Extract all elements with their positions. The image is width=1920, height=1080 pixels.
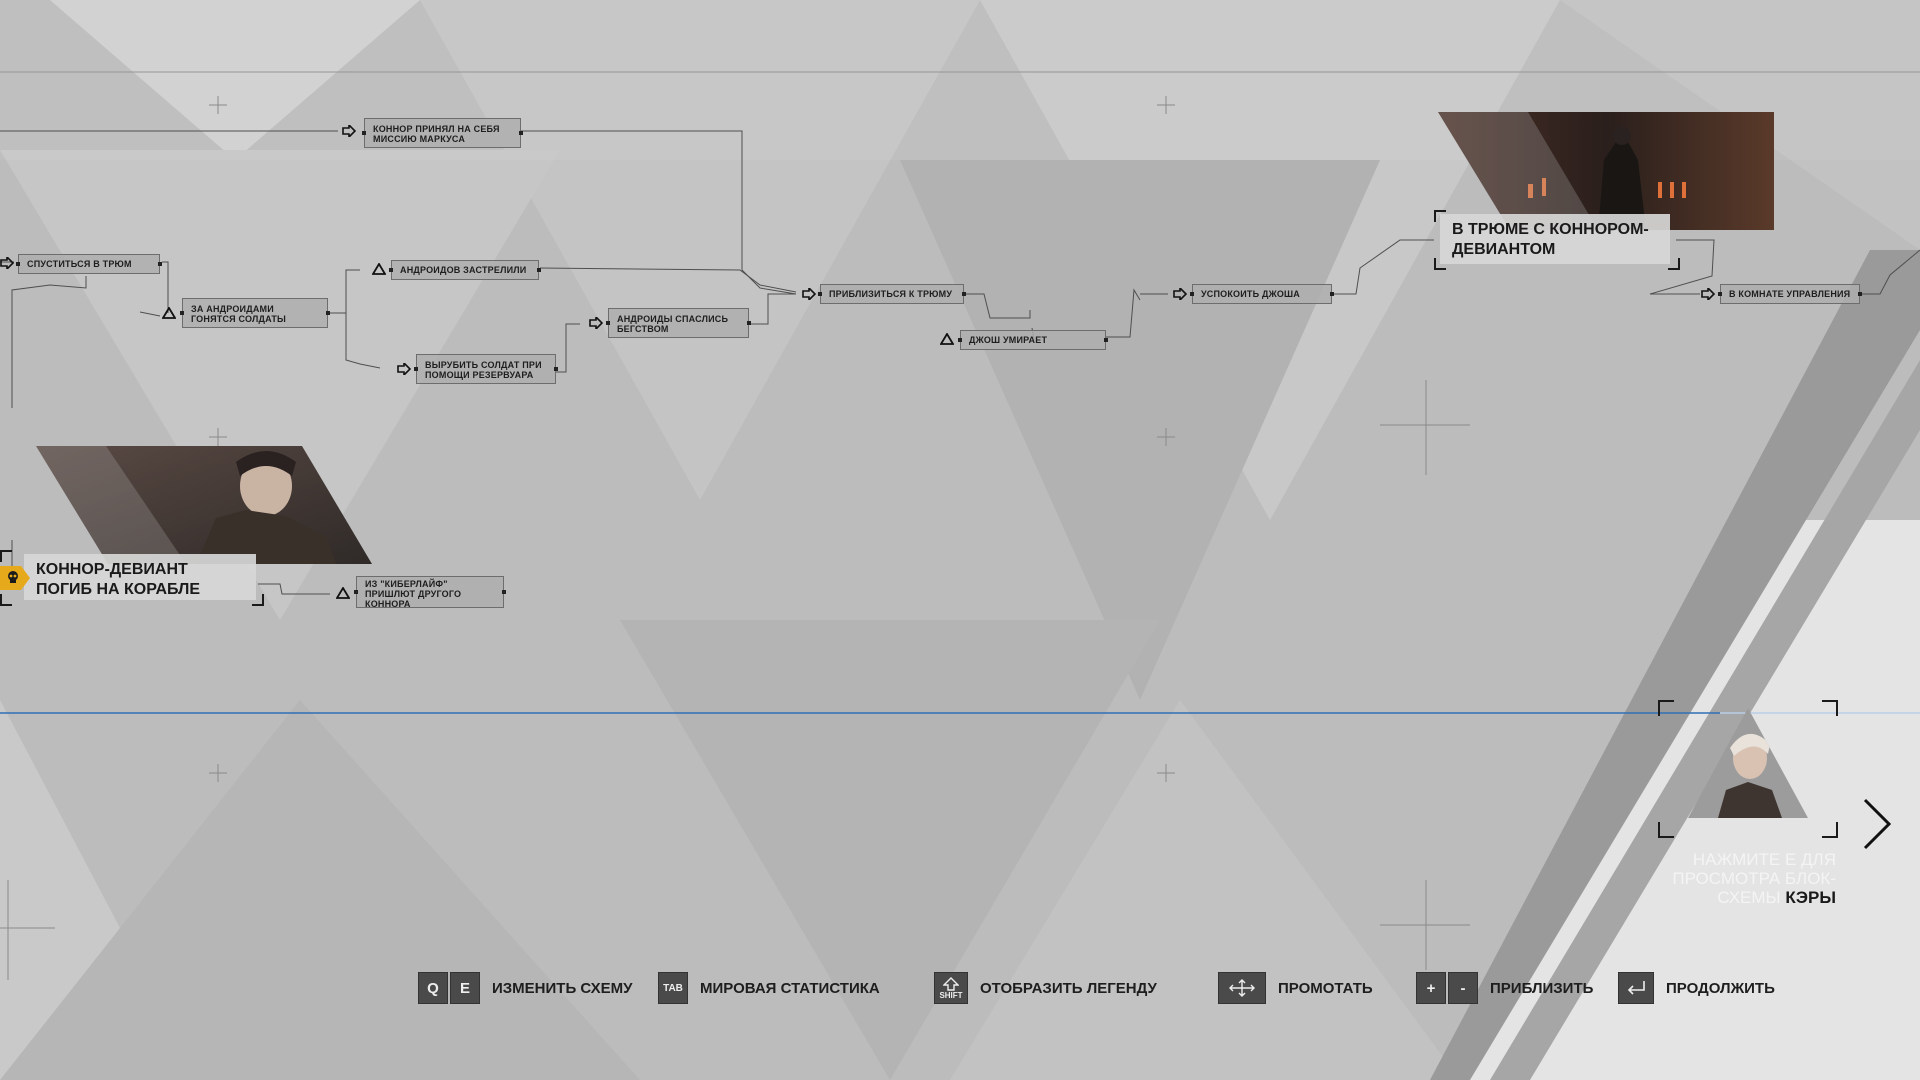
node-descend-hold[interactable]: Спуститься в трюм — [16, 254, 162, 274]
move-icon — [1218, 972, 1266, 1004]
key-e: E — [450, 972, 480, 1004]
arrow-marker-icon — [1173, 288, 1187, 300]
frame-corner — [1434, 210, 1446, 222]
triangle-marker-icon — [940, 333, 954, 345]
arrow-marker-icon — [0, 257, 14, 269]
enter-arrow-icon — [1627, 981, 1645, 995]
arrow-marker-icon — [397, 363, 411, 375]
frame-corner — [252, 594, 264, 606]
control-change-scheme[interactable]: Q E Изменить схему — [418, 970, 633, 1006]
arrow-marker-icon — [1701, 288, 1715, 300]
frame-corner — [0, 594, 12, 606]
frame-corner — [1668, 258, 1680, 270]
control-world-stats[interactable]: TAB Мировая статистика — [658, 970, 880, 1006]
triangle-marker-icon — [372, 263, 386, 275]
control-scroll[interactable]: Промотать — [1218, 970, 1373, 1006]
control-label: Промотать — [1278, 979, 1373, 997]
controls-bar: Q E Изменить схему TAB Мировая статистик… — [0, 970, 1920, 1006]
node-calm-josh[interactable]: Успокоить Джоша — [1190, 284, 1334, 304]
node-approach-hold[interactable]: Приблизиться к трюму — [818, 284, 966, 304]
frame-corner — [0, 550, 12, 562]
four-arrows-icon — [1229, 979, 1255, 997]
chapter-title: В трюме с Коннором-девиантом — [1452, 221, 1649, 258]
control-zoom[interactable]: + - Приблизить — [1416, 970, 1593, 1006]
key-plus: + — [1416, 972, 1446, 1004]
node-cyberlife-other[interactable]: Из "Киберлайф" пришлют другого Коннора — [354, 576, 506, 609]
node-androids-escaped[interactable]: Андроиды спаслись бегством — [606, 308, 751, 338]
control-label: Продолжить — [1666, 979, 1775, 997]
arrow-marker-icon — [342, 125, 356, 137]
shift-arrow-icon — [943, 976, 959, 991]
arrow-marker-icon — [589, 317, 603, 329]
frame-corner — [1822, 822, 1838, 838]
chapter-thumbnail-hold — [1438, 112, 1774, 230]
key-minus: - — [1448, 972, 1478, 1004]
node-soldiers-chase[interactable]: За андроидами гонятся солдаты — [180, 298, 330, 328]
skull-glyph-icon — [8, 571, 18, 583]
control-label: Изменить схему — [492, 979, 633, 997]
chapter-hold-deviant[interactable]: В трюме с Коннором-девиантом — [1440, 214, 1670, 264]
arrow-marker-icon — [802, 288, 816, 300]
frame-corner — [1658, 822, 1674, 838]
control-label: Мировая статистика — [700, 979, 880, 997]
chapter-title: Коннор-девиант погиб на корабле — [36, 561, 201, 598]
control-continue[interactable]: Продолжить — [1618, 970, 1775, 1006]
control-label: Приблизить — [1490, 979, 1594, 997]
key-tab: TAB — [658, 972, 688, 1004]
shift-key-icon: SHIFT — [934, 972, 968, 1004]
node-control-room[interactable]: В комнате управления — [1718, 284, 1862, 304]
control-label: Отобразить легенду — [980, 979, 1157, 997]
frame-corner — [1822, 700, 1838, 716]
triangle-marker-icon — [336, 587, 350, 599]
kara-portrait — [1688, 708, 1808, 818]
key-q: Q — [418, 972, 448, 1004]
control-show-legend[interactable]: SHIFT Отобразить легенду — [934, 970, 1157, 1006]
kara-preview[interactable] — [1658, 700, 1838, 838]
node-androids-shot[interactable]: Андроидов застрелили — [389, 260, 541, 280]
enter-key-icon — [1618, 972, 1654, 1004]
triangle-marker-icon — [162, 307, 176, 319]
frame-corner — [1434, 258, 1446, 270]
chapter-thumbnail-deviant-died — [36, 446, 372, 564]
hint-name: Кэры — [1785, 888, 1836, 907]
hint-text: Нажмите E для просмотра блок-схемы — [1672, 850, 1836, 907]
chevron-right-icon[interactable] — [1862, 798, 1892, 850]
key-shift-label: SHIFT — [939, 990, 963, 1000]
node-josh-dies[interactable]: Джош умирает — [958, 330, 1108, 350]
node-connor-mission[interactable]: Коннор принял на себя миссию Маркуса — [362, 118, 523, 148]
node-knock-soldiers[interactable]: Вырубить солдат при помощи резервуара — [414, 354, 558, 384]
kara-hint-text: Нажмите E для просмотра блок-схемы Кэры — [1616, 850, 1836, 907]
frame-corner — [1658, 700, 1674, 716]
chapter-deviant-died[interactable]: Коннор-девиант погиб на корабле — [24, 554, 256, 600]
